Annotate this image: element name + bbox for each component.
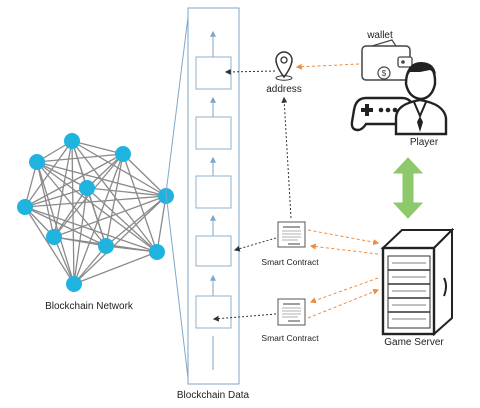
svg-text:$: $ bbox=[382, 69, 387, 78]
network-node bbox=[98, 238, 114, 254]
chain-blocks bbox=[195, 56, 232, 329]
network-node bbox=[29, 154, 45, 170]
block-1 bbox=[195, 56, 232, 90]
network-edge bbox=[36, 153, 124, 163]
network-edge bbox=[86, 187, 167, 197]
network-edge bbox=[24, 153, 124, 208]
network-node bbox=[64, 133, 80, 149]
network-edge bbox=[71, 140, 167, 197]
arrow-server-to-contract-2 bbox=[309, 277, 379, 304]
network-edge bbox=[36, 161, 88, 189]
sync-double-arrow bbox=[392, 157, 424, 219]
network-edge bbox=[36, 161, 55, 238]
arrow-contract-1-to-block bbox=[233, 237, 277, 252]
network-edge bbox=[86, 187, 107, 247]
blockchain-network-graph bbox=[17, 133, 174, 292]
network-edge bbox=[73, 251, 158, 285]
address-label: address bbox=[266, 84, 302, 95]
network-node bbox=[79, 180, 95, 196]
map-pin-icon bbox=[275, 51, 293, 81]
network-edge bbox=[24, 206, 107, 247]
network-node bbox=[46, 229, 62, 245]
blockchain-data-frame bbox=[187, 7, 240, 385]
network-edge bbox=[24, 195, 167, 208]
arrow-wallet-to-address bbox=[295, 63, 360, 70]
game-server-label: Game Server bbox=[384, 337, 444, 348]
arrow-address-to-block bbox=[224, 68, 276, 75]
network-edge bbox=[122, 153, 167, 197]
person-icon bbox=[394, 62, 448, 136]
network-edge bbox=[53, 195, 167, 238]
network-edge bbox=[122, 153, 158, 253]
network-edge bbox=[73, 153, 124, 285]
block-3 bbox=[195, 175, 232, 209]
network-edge bbox=[71, 140, 124, 155]
smart-contract-1-label: Smart Contract bbox=[261, 257, 319, 267]
arrow-server-to-contract-1 bbox=[309, 243, 379, 255]
network-edge bbox=[53, 187, 88, 238]
arrow-contract-to-address bbox=[281, 96, 292, 219]
network-edge bbox=[156, 195, 167, 253]
network-edge bbox=[71, 140, 75, 285]
arrow-contract-2-to-server bbox=[307, 288, 380, 319]
network-edge bbox=[73, 245, 107, 285]
document-icon bbox=[277, 221, 306, 248]
block-4 bbox=[195, 235, 232, 267]
smart-contract-2-label: Smart Contract bbox=[261, 333, 319, 343]
network-edge bbox=[73, 187, 88, 285]
network-edge bbox=[105, 245, 158, 253]
network-edge bbox=[53, 236, 75, 285]
network-node bbox=[66, 276, 82, 292]
network-edge bbox=[24, 206, 75, 285]
network-edge bbox=[86, 187, 158, 253]
projection-line-bottom bbox=[165, 192, 189, 379]
network-edge bbox=[53, 140, 73, 238]
network-node bbox=[17, 199, 33, 215]
network-edge bbox=[36, 161, 167, 197]
network-edges bbox=[24, 140, 167, 285]
block-2 bbox=[195, 116, 232, 150]
network-edge bbox=[24, 206, 158, 253]
projection-line-top bbox=[165, 16, 189, 194]
wallet-icon: $ bbox=[361, 39, 413, 81]
blockchain-data-label: Blockchain Data bbox=[177, 390, 250, 401]
arrow-contract-1-to-server bbox=[307, 229, 380, 246]
network-edge bbox=[36, 161, 75, 285]
network-edge bbox=[36, 161, 158, 253]
flow-arrows bbox=[212, 63, 380, 322]
player-label: Player bbox=[410, 137, 439, 148]
network-edge bbox=[73, 195, 167, 285]
document-icon bbox=[277, 298, 306, 326]
server-rack-icon bbox=[380, 227, 455, 337]
network-node bbox=[115, 146, 131, 162]
network-edge bbox=[86, 153, 124, 189]
network-edge bbox=[24, 187, 88, 208]
network-edge bbox=[105, 195, 167, 247]
network-node bbox=[149, 244, 165, 260]
network-edge bbox=[24, 140, 73, 208]
block-5 bbox=[195, 295, 232, 329]
blockchain-network-label: Blockchain Network bbox=[45, 301, 134, 312]
wallet-label: wallet bbox=[366, 30, 393, 41]
